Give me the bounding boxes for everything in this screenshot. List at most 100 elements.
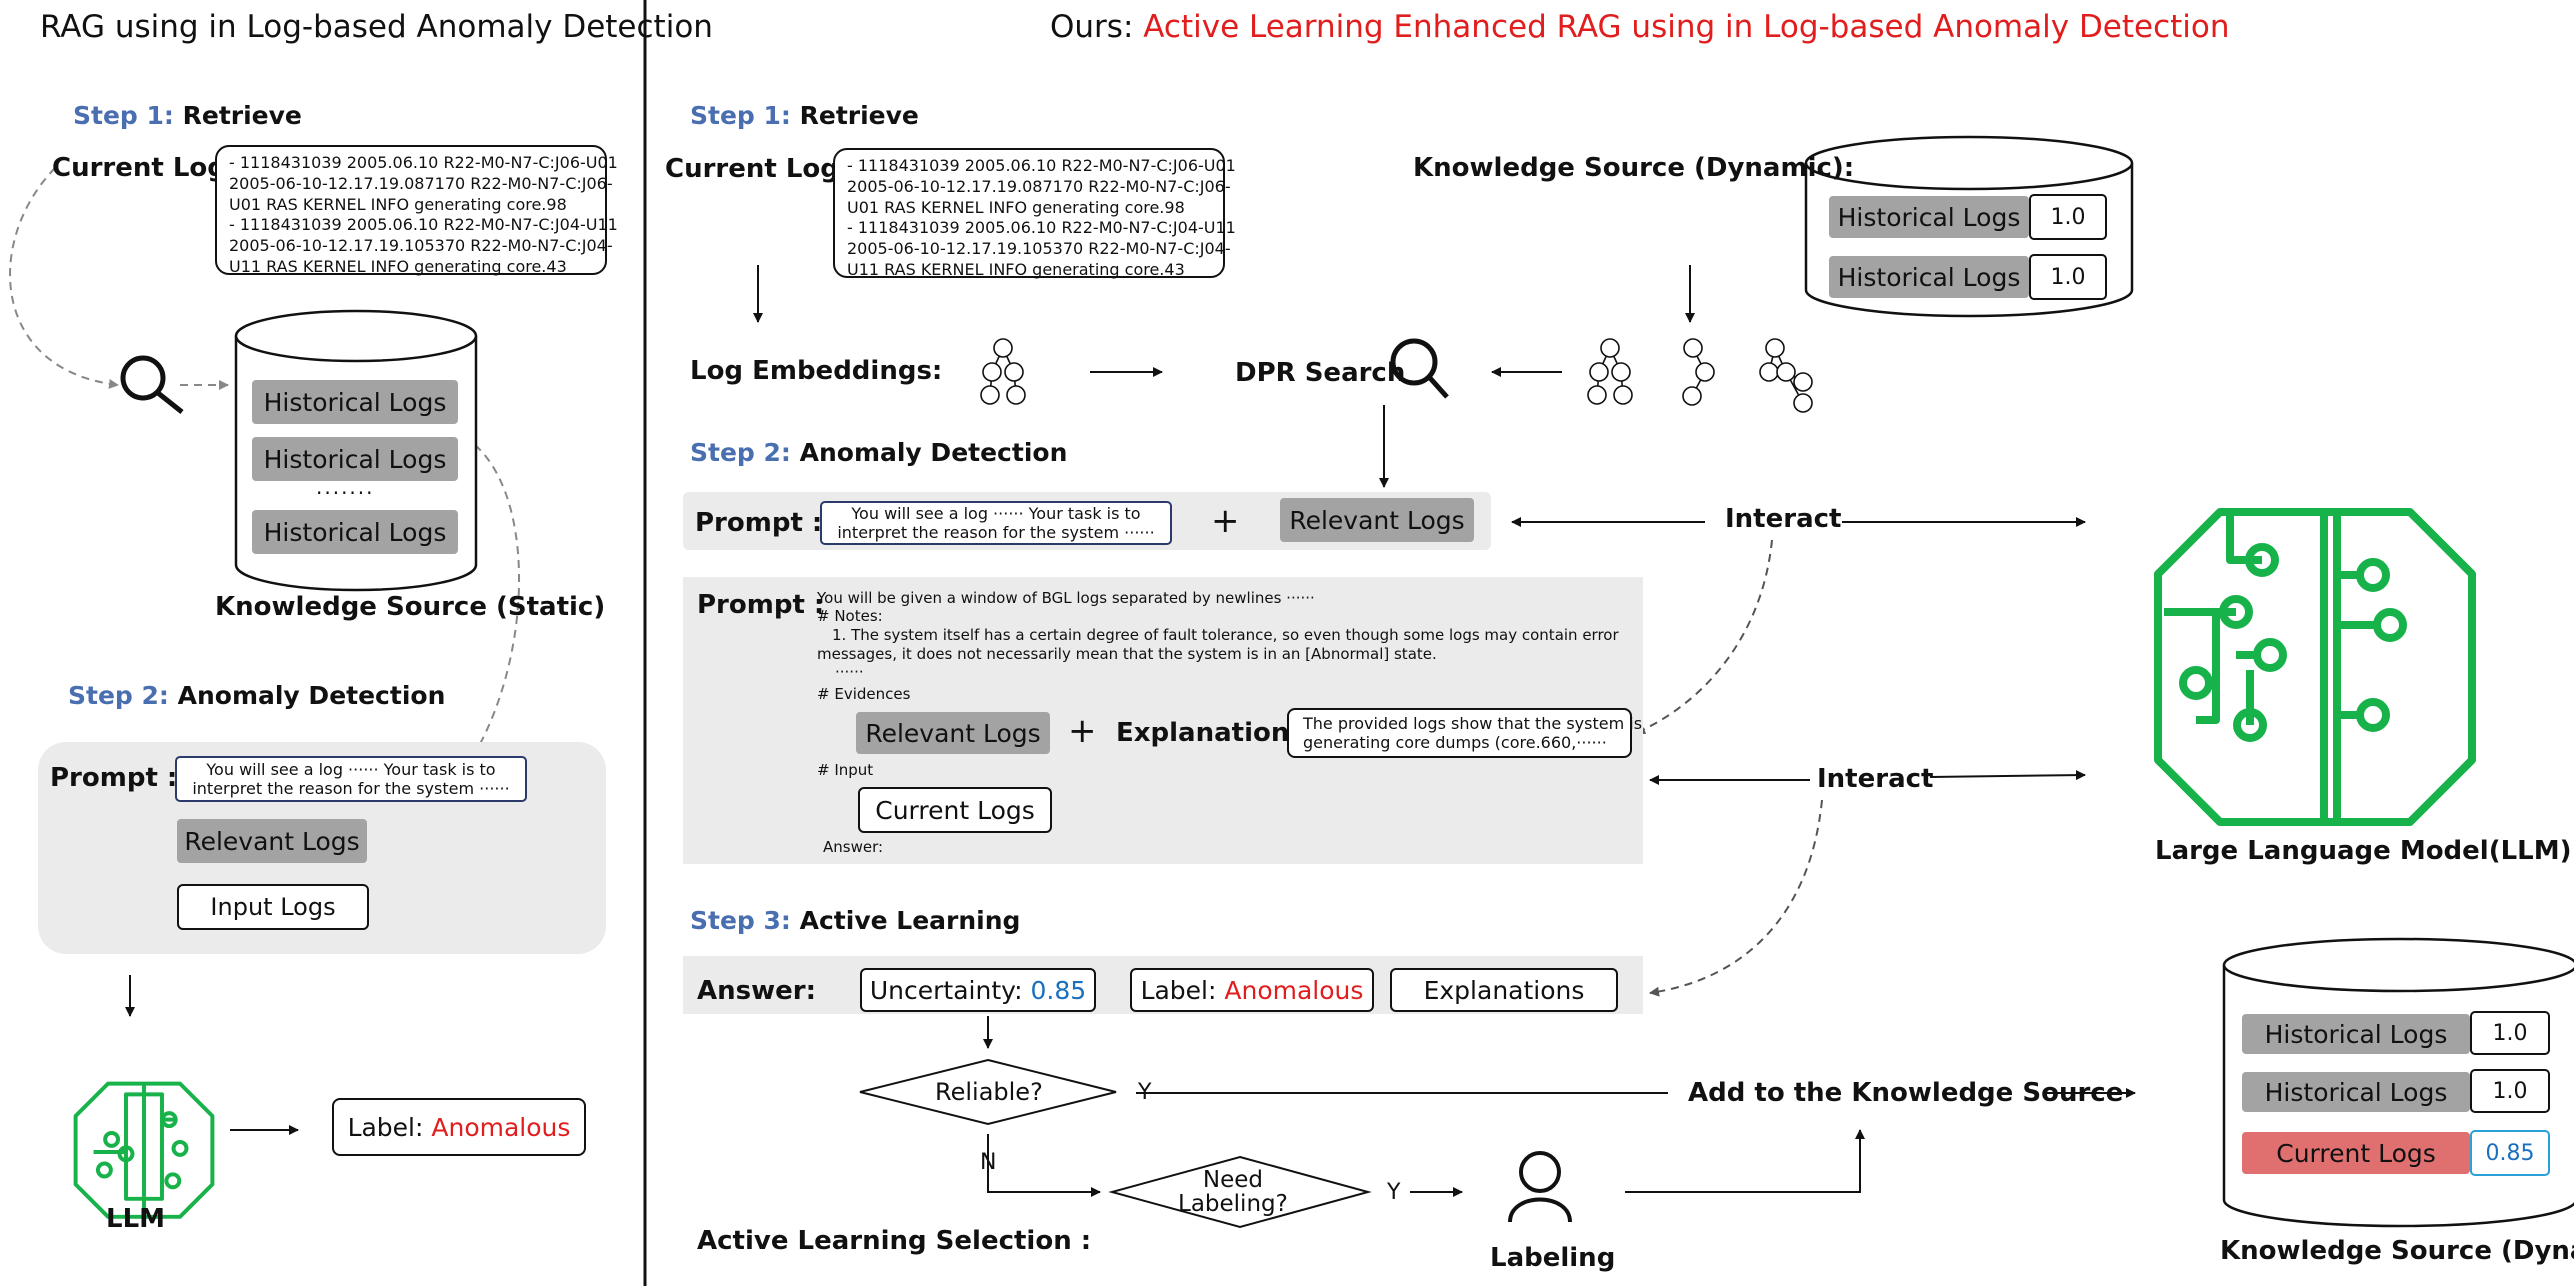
need-labeling-decision <box>1108 1155 1372 1229</box>
right-panel-title: Ours: Active Learning Enhanced RAG using… <box>1050 12 2230 43</box>
left-label-prefix: Label: <box>347 1112 432 1142</box>
graph-embedding-icon <box>1682 338 1715 406</box>
big-prompt-explanations-box: The provided logs show that the system i… <box>1287 708 1642 758</box>
graph-embedding-icon <box>980 338 1026 405</box>
big-prompt-relevant-logs: Relevant Logs <box>856 712 1050 754</box>
left-prompt-label: Prompt : <box>50 763 178 793</box>
left-relevant-logs: Relevant Logs <box>177 819 367 863</box>
big-prompt-line1: You will be given a window of BGL logs s… <box>817 589 1315 607</box>
right-title-prefix: Ours: <box>1050 9 1144 45</box>
dpr-search-label: DPR Search <box>1235 358 1406 388</box>
big-prompt-answer: Answer: <box>823 838 884 856</box>
uncertainty-value: 0.85 <box>1030 975 1087 1005</box>
left-current-logs-box: - 1118431039 2005.06.10 R22-M0-N7-C:J06-… <box>215 145 618 276</box>
big-prompt-line7: # Input <box>817 761 874 779</box>
right-plus-1: + <box>1211 501 1240 541</box>
kd-top-item-2: Historical Logs <box>1829 256 2029 298</box>
left-label-output: Label: Anomalous <box>332 1098 586 1156</box>
right-prompt-label: Prompt : <box>695 508 823 538</box>
left-step1-heading: Step 1: Retrieve <box>73 103 302 128</box>
labeling-label: Labeling <box>1490 1243 1616 1273</box>
llm-label: Large Language Model(LLM) <box>2155 836 2572 866</box>
big-prompt-line5: ······ <box>835 663 864 681</box>
brain-circuit-icon-small <box>73 1081 215 1219</box>
right-current-logs-label: Current Logs: <box>665 154 865 184</box>
interact-2-label: Interact <box>1817 764 1934 794</box>
left-input-logs: Input Logs <box>177 884 369 930</box>
left-db-item-2: Historical Logs <box>252 437 458 481</box>
log-embeddings-label: Log Embeddings: <box>690 356 943 386</box>
kd-bottom-item-1: Historical Logs <box>2242 1014 2470 1054</box>
big-prompt-label: Prompt : <box>697 590 825 620</box>
right-title-main: Active Learning Enhanced RAG using in Lo… <box>1143 9 2230 45</box>
brain-circuit-icon <box>2154 508 2476 826</box>
right-step3-text: Active Learning <box>799 906 1021 935</box>
right-step1-heading: Step 1: Retrieve <box>690 103 919 128</box>
kd-top-score-1: 1.0 <box>2029 194 2107 240</box>
interact1-dashed-to-explanations <box>1635 539 1773 734</box>
big-prompt-plus: + <box>1068 711 1097 751</box>
graph-embedding-icon <box>1587 338 1633 405</box>
uncertainty-box: Uncertainty: 0.85 <box>860 968 1096 1012</box>
right-prompt-box: You will see a log ······ Your task is t… <box>820 501 1172 545</box>
big-prompt-line2: # Notes: <box>817 607 883 625</box>
reliable-yes: Y <box>1138 1080 1152 1105</box>
kd-bottom-current-logs: Current Logs <box>2242 1132 2470 1174</box>
person-icon <box>1508 1151 1572 1223</box>
kd-top-score-2: 1.0 <box>2029 254 2107 300</box>
uncertainty-prefix: Uncertainty: <box>869 975 1031 1005</box>
big-prompt-line6: # Evidences <box>817 685 911 703</box>
knowledge-dynamic-label: Knowledge Source (Dynamic): <box>1413 153 1855 183</box>
right-step3-heading: Step 3: Active Learning <box>690 908 1020 933</box>
left-db-item-3: Historical Logs <box>252 510 458 554</box>
right-step2-heading: Step 2: Anomaly Detection <box>690 440 1067 465</box>
kd-bottom-score-1: 1.0 <box>2470 1011 2550 1055</box>
right-step2-text: Anomaly Detection <box>799 438 1068 467</box>
left-step1-num: Step 1: <box>73 101 174 130</box>
need-labeling-label: Need Labeling? <box>1178 1167 1288 1218</box>
big-prompt-current-logs: Current Logs <box>858 787 1052 833</box>
right-current-logs-box: - 1118431039 2005.06.10 R22-M0-N7-C:J06-… <box>833 148 1236 279</box>
interact2-dashed-to-answer <box>1649 799 1823 997</box>
reliable-no-line <box>987 1134 1101 1197</box>
right-step1-num: Step 1: <box>690 101 791 130</box>
left-step2-text: Anomaly Detection <box>177 681 446 710</box>
knowledge-dynamic-bottom-label: Knowledge Source (Dynamic) <box>2220 1236 2574 1266</box>
right-step3-num: Step 3: <box>690 906 791 935</box>
answer-label-box: Label: Anomalous <box>1130 968 1374 1012</box>
left-label-value: Anomalous <box>431 1112 571 1142</box>
left-db-item-1: Historical Logs <box>252 380 458 424</box>
active-learning-selection-label: Active Learning Selection : <box>697 1226 1092 1256</box>
big-prompt-line4: messages, it does not necessarily mean t… <box>817 645 1437 663</box>
left-retrieve-dashed-arrow <box>9 167 119 389</box>
interact-1-label: Interact <box>1725 504 1842 534</box>
reliable-no: N <box>980 1150 997 1175</box>
add-to-knowledge-source: Add to the Knowledge Source <box>1688 1078 2124 1108</box>
left-panel-title: RAG using in Log-based Anomaly Detection <box>40 9 713 45</box>
left-prompt-box: You will see a log ······ Your task is t… <box>175 756 527 802</box>
left-step2-num: Step 2: <box>68 681 169 710</box>
dpr-search-icon <box>1390 338 1449 399</box>
labeling-to-add-arrow <box>1625 1129 1865 1193</box>
answer-label: Answer: <box>697 976 816 1006</box>
right-step2-num: Step 2: <box>690 438 791 467</box>
need-labeling-yes: Y <box>1387 1180 1401 1205</box>
kd-bottom-score-current: 0.85 <box>2470 1130 2550 1176</box>
kd-bottom-score-2: 1.0 <box>2470 1069 2550 1113</box>
answer-label-value: Anomalous <box>1224 975 1364 1005</box>
reliable-decision <box>859 1058 1117 1126</box>
left-step1-text: Retrieve <box>182 101 302 130</box>
graph-embedding-icon <box>1759 338 1813 413</box>
kd-top-item-1: Historical Logs <box>1829 196 2029 238</box>
knowledge-static-label: Knowledge Source (Static) <box>215 592 606 622</box>
explanations-box: Explanations <box>1390 968 1618 1012</box>
reliable-label: Reliable? <box>935 1078 1043 1106</box>
kd-bottom-item-2: Historical Logs <box>2242 1072 2470 1112</box>
big-prompt-line3: 1. The system itself has a certain degre… <box>832 626 1619 644</box>
left-db-ellipsis: ······· <box>316 481 375 505</box>
left-llm-label: LLM <box>106 1204 166 1234</box>
search-icon <box>120 355 184 414</box>
right-step1-text: Retrieve <box>799 101 919 130</box>
answer-label-prefix: Label: <box>1140 975 1225 1005</box>
